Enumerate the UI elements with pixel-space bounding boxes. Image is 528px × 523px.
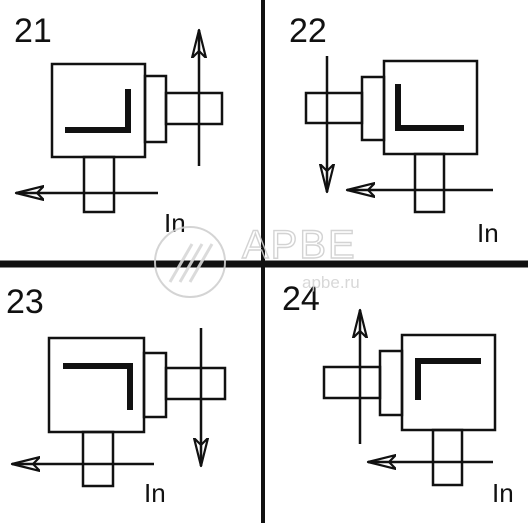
- input-shaft: [82, 155, 116, 214]
- output-shaft: [304, 91, 364, 125]
- panel-number: 22: [289, 12, 327, 50]
- watermark-site: apbe.ru: [302, 273, 360, 292]
- input-shaft: [81, 430, 115, 488]
- panel-22: 22 In: [289, 12, 499, 248]
- panel-number: 23: [6, 283, 44, 321]
- watermark: APBE apbe.ru: [154, 222, 360, 298]
- corner-mark: [65, 89, 131, 133]
- shaft-collar: [142, 351, 168, 419]
- panel-23: 23 In: [6, 283, 227, 508]
- shaft-collar: [378, 349, 404, 417]
- input-shaft: [413, 152, 446, 214]
- corner-mark: [415, 358, 481, 400]
- shaft-collar: [360, 75, 386, 142]
- shaft-collar: [143, 74, 168, 144]
- panel-number: 24: [282, 280, 320, 318]
- watermark-brand: APBE: [242, 223, 357, 267]
- input-label: In: [144, 478, 166, 508]
- watermark-logo: [154, 226, 226, 298]
- input-label: In: [477, 218, 499, 248]
- panel-21: 21 In: [14, 12, 224, 238]
- corner-mark: [63, 363, 133, 410]
- input-label: In: [164, 208, 186, 238]
- panel-24: 24 In: [282, 280, 514, 508]
- output-shaft: [322, 365, 382, 400]
- gearbox-housing: [50, 62, 147, 159]
- input-shaft: [431, 428, 464, 487]
- corner-mark: [395, 84, 464, 131]
- input-label: In: [492, 478, 514, 508]
- panel-number: 21: [14, 12, 52, 50]
- output-shaft: [164, 366, 227, 401]
- output-shaft: [164, 91, 224, 126]
